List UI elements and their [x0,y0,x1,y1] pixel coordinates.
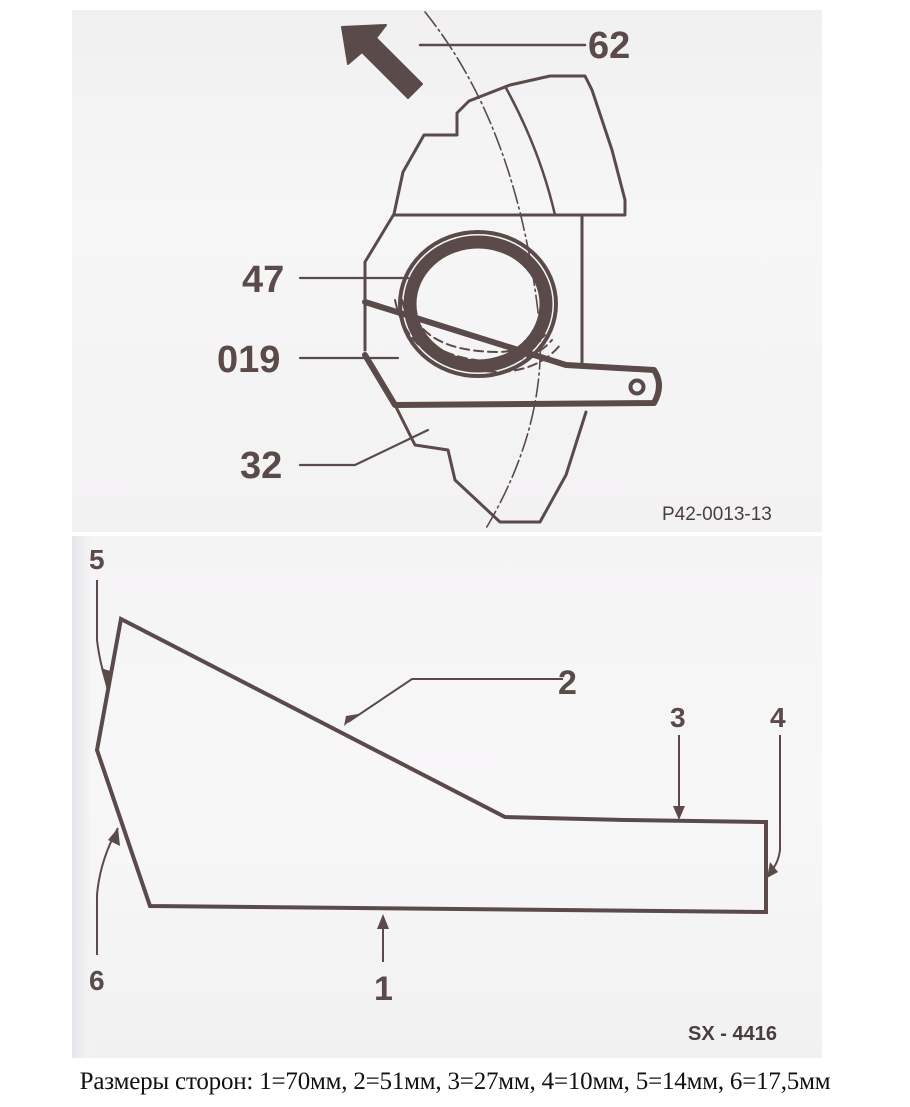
bottom-figure-panel [72,536,822,1058]
arrowhead-3-icon [673,806,685,820]
pointer-5 [96,580,108,684]
top-figure-panel [72,10,822,532]
side-label-6: 6 [89,965,105,996]
dimensions-caption: Размеры сторон: 1=70мм, 2=51мм, 3=27мм, … [79,1068,831,1095]
side-label-4: 4 [770,702,786,733]
callout-019: 019 [217,339,280,381]
side-label-5: 5 [89,544,105,575]
arrowheads [101,668,778,929]
top-drawing [298,11,662,531]
pointer-2 [347,678,563,723]
arrowhead-6-icon [108,828,120,846]
figure-code-bottom: SX - 4416 [688,1023,777,1045]
arrowhead-1-icon [377,914,389,929]
callout-47: 47 [242,259,284,301]
figure-code-top: P42-0013-13 [662,504,772,525]
side-label-1: 1 [374,970,393,1008]
arrowhead-2-icon [344,714,358,726]
arrowhead-5-icon [101,668,113,690]
callout-62: 62 [588,25,630,67]
leader-32 [298,428,430,467]
side-label-3: 3 [670,702,686,733]
side-label-2: 2 [558,664,577,702]
centerline-arc [424,11,542,531]
template-polygon [94,615,768,915]
pointer-6 [96,827,119,955]
arrowhead-4-icon [767,862,778,878]
pointer-4 [768,735,781,874]
arrow-up-left-icon [341,24,423,99]
callout-32: 32 [240,445,282,487]
